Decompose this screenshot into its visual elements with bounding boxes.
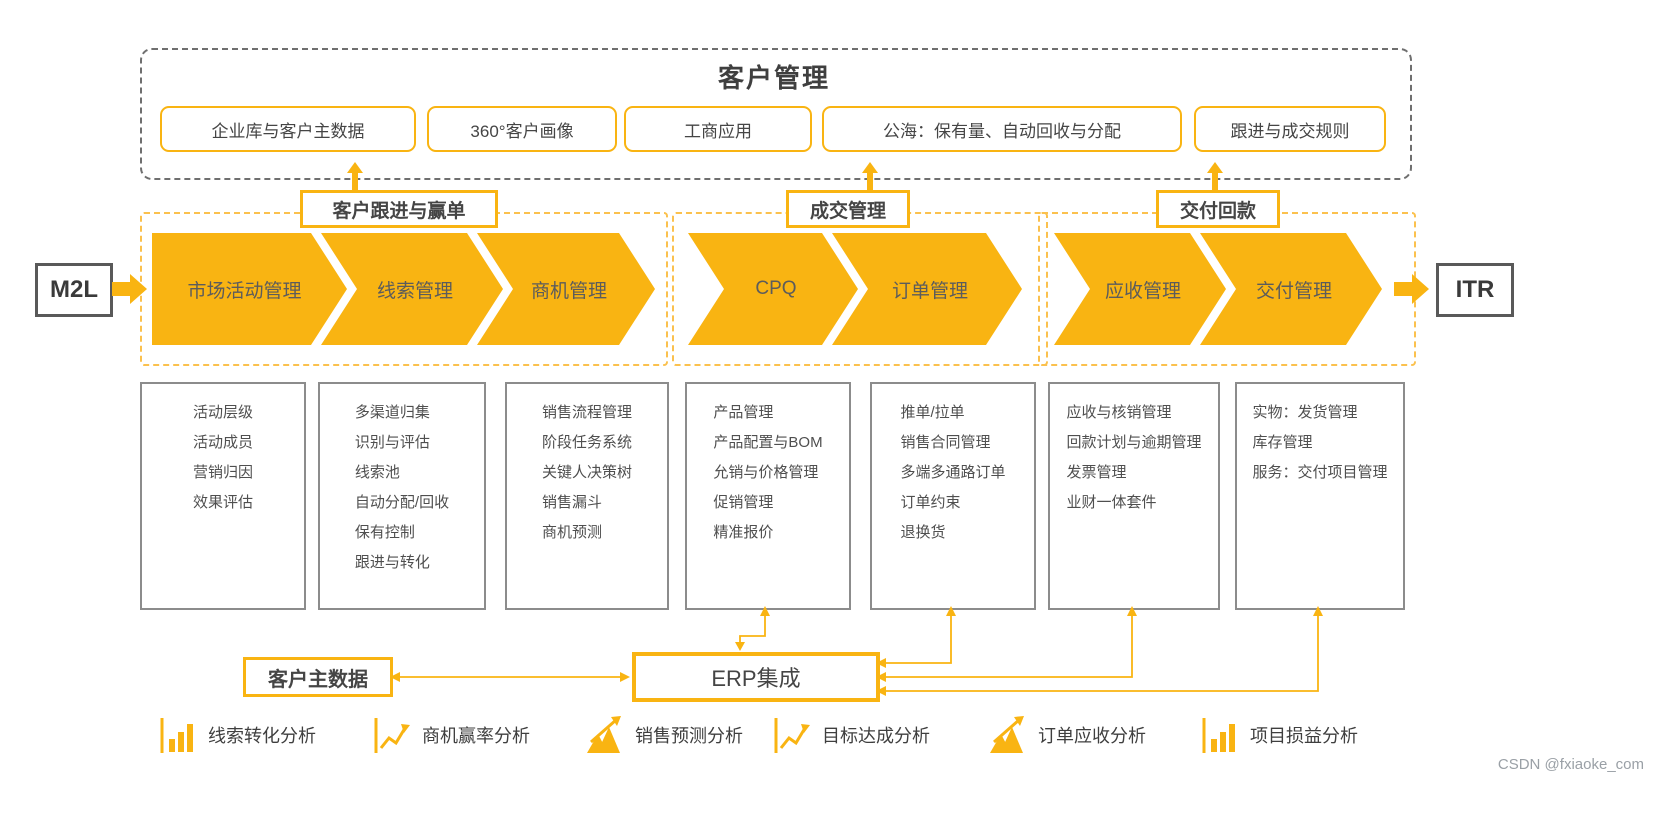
- capability-item: 促销管理: [713, 494, 774, 511]
- analytics-label: 项目损益分析: [1250, 726, 1358, 746]
- analytics-label: 线索转化分析: [208, 726, 316, 746]
- capability-item: 销售流程管理: [541, 404, 632, 421]
- analytics-label: 目标达成分析: [822, 726, 930, 746]
- chevron-step: CPQ: [688, 233, 858, 345]
- capability-item: 服务：交付项目管理: [1252, 464, 1388, 481]
- capability-box-order: 推单/拉单 销售合同管理 多端多通路订单 订单约束 退换货: [870, 382, 1036, 610]
- analytics-label: 订单应收分析: [1038, 726, 1146, 746]
- capability-item: 库存管理: [1252, 434, 1313, 451]
- capability-item: 活动层级: [192, 404, 253, 421]
- customer-master-data-box: 客户主数据: [243, 657, 393, 697]
- stage-label-follow-win: 客户跟进与赢单: [300, 190, 498, 228]
- capability-box-delivery: 实物：发货管理 库存管理 服务：交付项目管理: [1235, 382, 1405, 610]
- analytics-item: 销售预测分析: [585, 712, 743, 758]
- customer-management-panel: [140, 48, 1412, 180]
- module-enterprise-master-data: 企业库与客户主数据: [160, 106, 416, 152]
- bar-chart-icon: [1200, 715, 1240, 755]
- step-label: 商机管理: [530, 280, 607, 302]
- mountain-chart-icon: [585, 715, 625, 755]
- step-label: 应收管理: [1104, 280, 1181, 302]
- erp-integration-box: ERP集成: [632, 652, 880, 702]
- chevron-step: 线索管理: [321, 233, 503, 345]
- capability-item: 产品管理: [713, 404, 774, 421]
- stage-label-deal: 成交管理: [786, 190, 910, 228]
- capability-item: 发票管理: [1066, 464, 1127, 481]
- chevron-step: 商机管理: [477, 233, 655, 345]
- capability-item: 回款计划与逾期管理: [1066, 434, 1202, 451]
- capability-item: 效果评估: [192, 494, 253, 511]
- chevron-step: 市场活动管理: [152, 233, 347, 345]
- stage-label-delivery-payment: 交付回款: [1156, 190, 1280, 228]
- step-label: 市场活动管理: [187, 280, 302, 302]
- analytics-item: 商机赢率分析: [372, 712, 530, 758]
- capability-item: 精准报价: [713, 524, 774, 541]
- capability-item: 识别与评估: [354, 434, 430, 451]
- analytics-item: 目标达成分析: [772, 712, 930, 758]
- stage-group-deal: CPQ 订单管理: [672, 212, 1048, 366]
- capability-box-opportunity: 销售流程管理 阶段任务系统 关键人决策树 销售漏斗 商机预测: [505, 382, 669, 610]
- capability-item: 营销归因: [192, 464, 253, 481]
- watermark: CSDN @fxiaoke_com: [1497, 756, 1644, 773]
- capability-box-cpq: 产品管理 产品配置与BOM 允销与价格管理 促销管理 精准报价: [685, 382, 851, 610]
- itr-box: ITR: [1436, 263, 1514, 317]
- capability-box-leads: 多渠道归集 识别与评估 线索池 自动分配/回收 保有控制 跟进与转化: [318, 382, 486, 610]
- capability-item: 推单/拉单: [900, 404, 965, 421]
- bar-chart-icon: [158, 715, 198, 755]
- capability-item: 销售漏斗: [541, 494, 602, 511]
- analytics-item: 订单应收分析: [988, 712, 1146, 758]
- capability-box-receivable: 应收与核销管理 回款计划与逾期管理 发票管理 业财一体套件: [1048, 382, 1220, 610]
- step-label: 线索管理: [376, 280, 453, 302]
- line-chart-icon: [372, 715, 412, 755]
- capability-item: 关键人决策树: [541, 464, 632, 481]
- capability-item: 销售合同管理: [900, 434, 991, 451]
- mountain-chart-icon: [988, 715, 1028, 755]
- analytics-label: 商机赢率分析: [422, 726, 530, 746]
- capability-item: 多渠道归集: [354, 404, 430, 421]
- module-follow-deal-rules: 跟进与成交规则: [1194, 106, 1386, 152]
- module-public-pool: 公海：保有量、自动回收与分配: [822, 106, 1182, 152]
- module-360-profile: 360°客户画像: [427, 106, 617, 152]
- chevron-step: 交付管理: [1200, 233, 1382, 345]
- analytics-label: 销售预测分析: [635, 726, 743, 746]
- capability-item: 保有控制: [354, 524, 415, 541]
- step-label: 交付管理: [1255, 280, 1332, 302]
- capability-item: 多端多通路订单: [900, 464, 1006, 481]
- stage-group-follow-win: 市场活动管理 线索管理 商机管理: [140, 212, 668, 366]
- capability-item: 线索池: [354, 464, 400, 481]
- customer-management-title: 客户管理: [717, 63, 830, 93]
- analytics-item: 项目损益分析: [1200, 712, 1358, 758]
- capability-item: 自动分配/回收: [354, 494, 450, 511]
- step-label: 订单管理: [891, 280, 968, 302]
- capability-item: 活动成员: [192, 434, 253, 451]
- capability-item: 实物：发货管理: [1252, 404, 1358, 421]
- analytics-item: 线索转化分析: [158, 712, 316, 758]
- m2l-box: M2L: [35, 263, 113, 317]
- capability-item: 应收与核销管理: [1066, 404, 1172, 421]
- capability-item: 产品配置与BOM: [713, 434, 823, 451]
- capability-item: 商机预测: [541, 524, 602, 541]
- chevron-step: 应收管理: [1054, 233, 1226, 345]
- module-business-registry: 工商应用: [624, 106, 812, 152]
- capability-item: 退换货: [900, 524, 946, 541]
- line-chart-icon: [772, 715, 812, 755]
- capability-box-campaign: 活动层级 活动成员 营销归因 效果评估: [140, 382, 306, 610]
- chevron-step: 订单管理: [832, 233, 1022, 345]
- step-label: CPQ: [755, 278, 797, 299]
- stage-group-delivery-payment: 应收管理 交付管理: [1038, 212, 1416, 366]
- capability-item: 允销与价格管理: [713, 464, 819, 481]
- capability-item: 订单约束: [900, 494, 961, 511]
- capability-item: 跟进与转化: [354, 554, 430, 571]
- capability-item: 阶段任务系统: [541, 434, 632, 451]
- capability-item: 业财一体套件: [1066, 494, 1157, 511]
